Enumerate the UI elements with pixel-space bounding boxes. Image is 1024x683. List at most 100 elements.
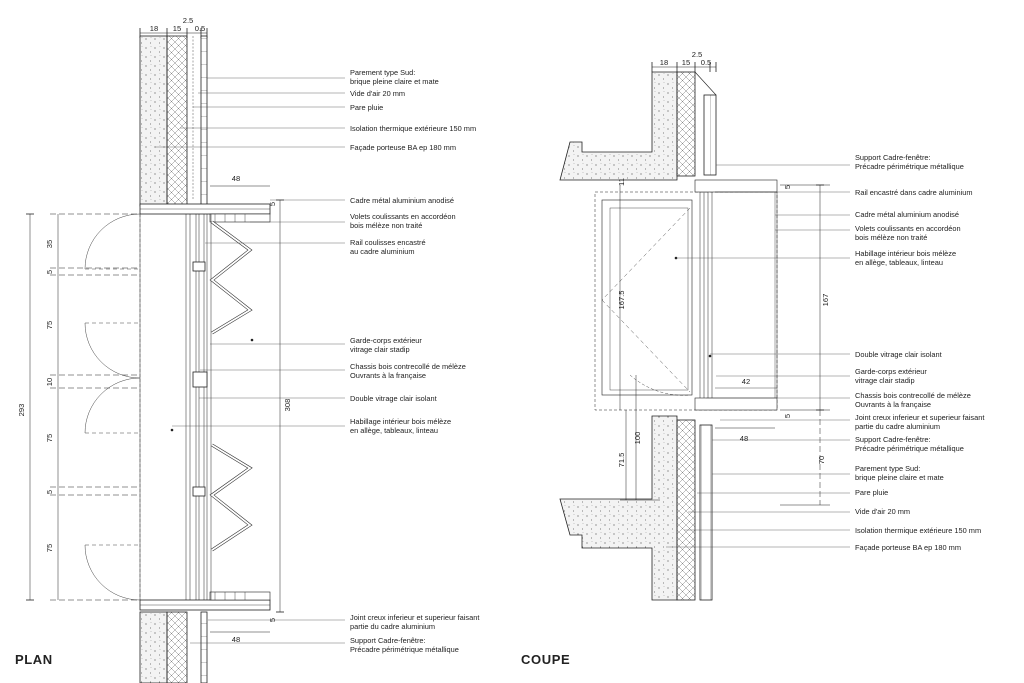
section-insulation-upper [676,71,696,177]
plan-dim-label: 18 [150,24,158,33]
section-dim-label: 5 [783,414,792,418]
section-label: Rail encastré dans cadre aluminium [855,188,973,197]
plan-label: Garde-corps extérieur [350,336,422,345]
plan-label: Ouvrants à la française [350,371,426,380]
plan-door-swings [84,213,141,601]
section-label: Vide d'air 20 mm [855,507,910,516]
plan-label: Rail coulisses encastré [350,238,426,247]
plan-glazing-lines [139,214,212,600]
section-label: Précadre périmétrique métallique [855,444,964,453]
plan-leader-lines [155,77,345,644]
plan-dim-label: 5 [45,270,54,274]
plan-label: Précadre périmétrique métallique [350,645,459,654]
plan-title: PLAN [15,652,53,667]
section-dim-label: 71.5 [617,453,626,468]
plan-label: Vide d'air 20 mm [350,89,405,98]
plan-dim-label: 75 [45,321,54,329]
plan-brick-lower [200,611,208,683]
section-label: Chassis bois contrecollé de mélèze [855,391,971,400]
plan-label: Support Cadre-fenêtre: [350,636,426,645]
section-label: Cadre métal aluminium anodisé [855,210,959,219]
plan-dim-label: 0.5 [195,24,206,33]
plan-label: Façade porteuse BA ep 180 mm [350,143,456,152]
plan-total-dim-label: 293 [17,404,26,417]
section-dim-label: 0.5 [701,58,712,67]
plan-left-dimension-chain [50,213,140,601]
plan-dim-label: 2.5 [183,16,194,25]
section-view [559,62,830,601]
plan-label: partie du cadre aluminium [350,622,435,631]
plan-brick-upper [200,35,208,207]
section-label: Double vitrage clair isolant [855,350,942,359]
section-label: Parement type Sud: [855,464,920,473]
section-lower-slab [559,415,678,601]
section-dim-label: 18 [660,58,668,67]
plan-dim-label: 35 [45,240,54,248]
plan-dim-label: 5 [268,202,277,206]
plan-label: vitrage clair stadip [350,345,410,354]
plan-insulation-upper [166,35,188,207]
plan-label: Pare pluie [350,103,383,112]
plan-concrete-wall-lower [139,611,168,683]
section-label: Support Cadre-fenêtre: [855,435,931,444]
section-label: Isolation thermique extérieure 150 mm [855,526,981,535]
plan-concrete-wall-upper [139,35,168,207]
section-label: Précadre périmétrique métallique [855,162,964,171]
plan-label: Joint creux inferieur et superieur faisa… [350,613,479,622]
section-label: brique pleine claire et mate [855,473,944,482]
plan-label: Habillage intérieur bois mélèze [350,417,451,426]
plan-dim-label: 75 [45,434,54,442]
section-label: vitrage clair stadip [855,376,915,385]
section-dim-label: 48 [740,434,748,443]
section-dim-label: 42 [742,377,750,386]
plan-dim-label: 15 [173,24,181,33]
section-dim-label: 100 [633,432,642,445]
plan-label: Cadre métal aluminium anodisé [350,196,454,205]
section-label: Support Cadre-fenêtre: [855,153,931,162]
section-dim-label: 5 [783,185,792,189]
section-dim-label: 15 [682,58,690,67]
plan-label: au cadre aluminium [350,247,415,256]
plan-insulation-lower [166,611,188,683]
plan-top-dimension-chain [139,28,208,38]
section-dim-label: 167.5 [617,290,626,309]
section-title: COUPE [521,652,570,667]
section-label: Pare pluie [855,488,888,497]
section-label: Volets coulissants en accordéon [855,224,961,233]
section-label: Joint creux inferieur et superieur faisa… [855,413,984,422]
section-label: Garde-corps extérieur [855,367,927,376]
section-dim-label: 167 [821,294,830,307]
plan-label: Chassis bois contrecollé de mélèze [350,362,466,371]
plan-dim-label: 48 [232,174,240,183]
section-upper-slab [559,71,678,181]
section-brick-lower [699,424,713,601]
section-label: partie du cadre aluminium [855,422,940,431]
section-brick-upper [703,94,717,176]
plan-label: Isolation thermique extérieure 150 mm [350,124,476,133]
section-label: en allège, tableaux, linteau [855,258,943,267]
section-label: Façade porteuse BA ep 180 mm [855,543,961,552]
section-dim-label: 11 [617,178,626,186]
section-insulation-lower [676,419,696,601]
plan-label: Volets coulissants en accordéon [350,212,456,221]
section-leader-lines [666,164,850,548]
plan-dim-label: 5 [45,490,54,494]
plan-label: brique pleine claire et mate [350,77,439,86]
section-label: bois mélèze non traité [855,233,927,242]
section-dim-label: 2.5 [692,50,703,59]
plan-label: en allège, tableaux, linteau [350,426,438,435]
section-frame-top [694,179,778,193]
plan-view [26,28,284,683]
plan-dim-label: 10 [45,378,54,386]
plan-label: bois mélèze non traité [350,221,422,230]
plan-height-dim-label: 308 [283,399,292,412]
section-label: Habillage intérieur bois mélèze [855,249,956,258]
plan-dim-label: 48 [232,635,240,644]
section-label: Ouvrants à la française [855,400,931,409]
section-frame-bottom [694,397,778,411]
plan-dim-label: 5 [268,618,277,622]
section-dim-label: 70 [817,456,826,464]
plan-dim-label: 75 [45,544,54,552]
